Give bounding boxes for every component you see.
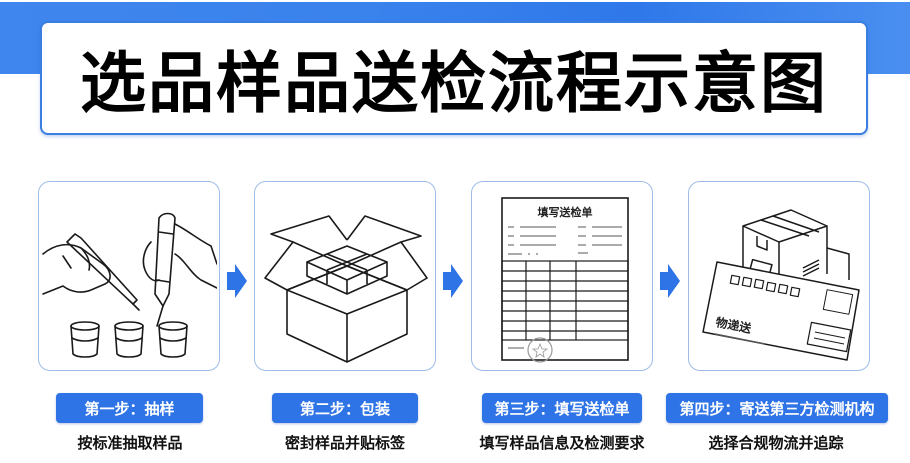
step-1-card	[38, 181, 220, 371]
arrow-right-icon	[227, 264, 247, 298]
sample-cups	[70, 321, 188, 358]
step-3-description: 填写样品信息及检测要求	[479, 434, 645, 452]
step-3-badge-label: 第三步：填写送检单	[494, 399, 630, 418]
step-4-card: 物递送	[688, 181, 870, 371]
step-4-badge: 第四步：寄送第三方检测机构	[666, 393, 888, 423]
step-2-description: 密封样品并贴标签	[284, 434, 405, 452]
step-3-badge: 第三步：填写送检单	[482, 393, 642, 423]
packages	[306, 245, 388, 295]
step-1-badge: 第一步：抽样	[56, 393, 203, 423]
page-title: 选品样品送检流程示意图	[80, 45, 828, 122]
step-2-badge: 第二步：包装	[272, 393, 418, 423]
form-title: 填写送检单	[538, 205, 593, 219]
step-3-card: 填写送检单	[471, 181, 653, 371]
sampling-illustration	[42, 212, 217, 358]
arrow-right-icon	[443, 264, 463, 298]
step-2-badge-label: 第二步：包装	[299, 399, 390, 418]
step-1-badge-label: 第一步：抽样	[84, 399, 175, 418]
step-1-description: 按标准抽取样品	[77, 434, 183, 452]
envelope-label: 物递送	[714, 314, 753, 336]
form-illustration: 填写送检单	[501, 197, 629, 363]
arrow-right-icon	[660, 264, 680, 298]
shipping-illustration: 物递送	[702, 209, 860, 361]
step-4-badge-label: 第四步：寄送第三方检测机构	[679, 399, 875, 418]
step-2-card	[254, 181, 436, 371]
step-4-description: 选择合规物流并追踪	[708, 434, 844, 452]
box-illustration	[264, 215, 428, 363]
title-box: 选品样品送检流程示意图	[40, 21, 868, 135]
envelope: 物递送	[702, 261, 860, 361]
